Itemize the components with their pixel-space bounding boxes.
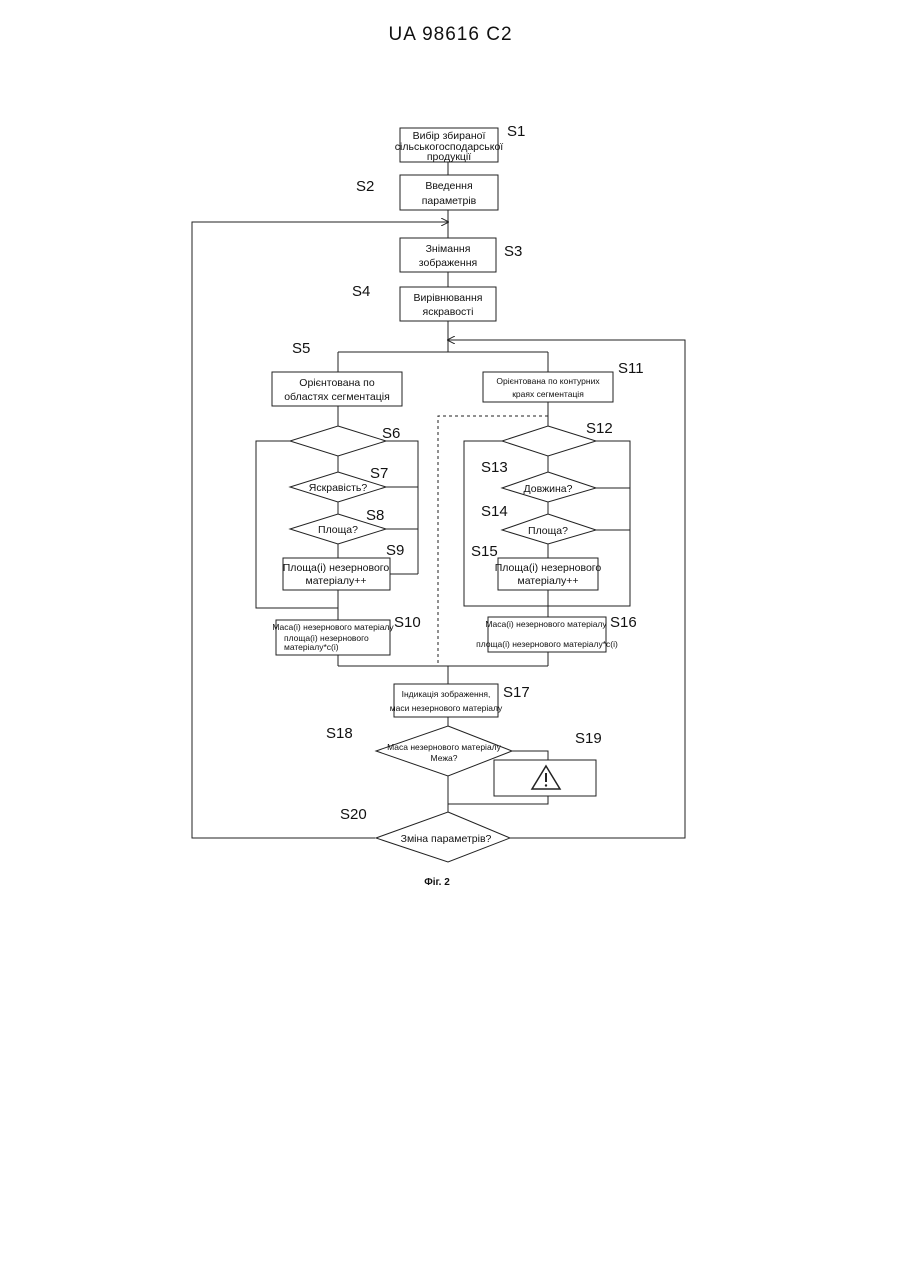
step-label: S20: [340, 806, 367, 823]
step-s18-mass-limit-decision: Маса незернового матеріалу Межа? S18: [326, 725, 512, 776]
step-label: S15: [471, 543, 498, 560]
svg-text:зображення: зображення: [419, 257, 477, 269]
step-s13-length-decision: Довжина? S13: [481, 459, 596, 502]
svg-text:краях сегментація: краях сегментація: [512, 389, 584, 399]
step-s15-area-increment: Площа(i) незернового матеріалу++ S15: [471, 543, 601, 590]
svg-text:областях сегментація: областях сегментація: [284, 391, 390, 403]
step-label: S12: [586, 420, 613, 437]
step-s1-select-crop: Вибір збираної сільськогосподарської про…: [395, 123, 526, 163]
step-label: S18: [326, 725, 353, 742]
svg-text:матеріалу*c(i): матеріалу*c(i): [284, 642, 339, 652]
step-s16-mass-computation: Маса(i) незернового матеріалу площа(i) н…: [476, 614, 637, 652]
step-s9-area-increment: Площа(i) незернового матеріалу++ S9: [283, 542, 405, 590]
step-label: S1: [507, 123, 525, 140]
step-s5-region-segmentation: Орієнтована по областях сегментація S5: [272, 340, 402, 406]
svg-text:Площа(i) незернового: Площа(i) незернового: [283, 562, 390, 574]
step-s11-edge-segmentation: Орієнтована по контурних краях сегментац…: [483, 360, 644, 402]
step-label: S7: [370, 465, 388, 482]
svg-text:Межа?: Межа?: [431, 753, 458, 763]
step-label: S4: [352, 283, 370, 300]
svg-text:площа(i) незернового матеріалу: площа(i) незернового матеріалу*c(i): [476, 639, 618, 649]
svg-text:Площа?: Площа?: [318, 524, 358, 536]
svg-text:маси незернового матеріалу: маси незернового матеріалу: [390, 703, 503, 713]
svg-text:Маса(i) незернового матеріалу: Маса(i) незернового матеріалу: [272, 622, 394, 632]
svg-text:Вирівнювання: Вирівнювання: [414, 292, 483, 304]
step-s19-warning: S19: [494, 730, 602, 796]
svg-text:Орієнтована по: Орієнтована по: [299, 377, 375, 389]
step-s6-decision: S6: [290, 425, 400, 456]
svg-text:матеріалу++: матеріалу++: [517, 575, 578, 587]
step-s7-brightness-decision: Яскравість? S7: [290, 465, 388, 502]
step-s17-display-result: Індикація зображення, маси незернового м…: [390, 684, 530, 717]
step-s10-mass-computation: Маса(i) незернового матеріалу площа(i) н…: [272, 614, 420, 655]
step-label: S6: [382, 425, 400, 442]
step-label: S17: [503, 684, 530, 701]
svg-text:параметрів: параметрів: [422, 195, 477, 207]
step-label: S5: [292, 340, 310, 357]
svg-text:яскравості: яскравості: [423, 306, 474, 318]
svg-text:продукції: продукції: [427, 151, 471, 163]
step-label: S13: [481, 459, 508, 476]
step-label: S3: [504, 243, 522, 260]
svg-text:Площа?: Площа?: [528, 525, 568, 537]
step-label: S11: [618, 360, 644, 377]
step-s12-decision: S12: [502, 420, 613, 456]
svg-text:Маса незернового матеріалу: Маса незернового матеріалу: [387, 742, 502, 752]
svg-text:Площа(i) незернового: Площа(i) незернового: [495, 562, 602, 574]
svg-text:Яскравість?: Яскравість?: [309, 482, 368, 494]
svg-text:матеріалу++: матеріалу++: [305, 575, 366, 587]
svg-text:Орієнтована по контурних: Орієнтована по контурних: [496, 376, 600, 386]
svg-text:Знімання: Знімання: [426, 243, 471, 255]
svg-text:Індикація зображення,: Індикація зображення,: [402, 689, 491, 699]
svg-text:Зміна параметрів?: Зміна параметрів?: [401, 833, 492, 845]
step-label: S14: [481, 503, 508, 520]
step-label: S19: [575, 730, 602, 747]
step-s4-brightness-leveling: Вирівнювання яскравості S4: [352, 283, 496, 321]
step-s2-enter-parameters: Введення параметрів S2: [356, 175, 498, 210]
step-label: S9: [386, 542, 404, 559]
figure-caption: Фіг. 2: [424, 877, 450, 888]
step-label: S10: [394, 614, 421, 631]
svg-text:Маса(i) незернового матеріалу: Маса(i) незернового матеріалу: [485, 619, 607, 629]
step-label: S8: [366, 507, 384, 524]
step-label: S16: [610, 614, 637, 631]
svg-text:Введення: Введення: [425, 180, 472, 192]
step-s3-capture-image: Знімання зображення S3: [400, 238, 522, 272]
step-label: S2: [356, 178, 374, 195]
step-s20-parameter-change-decision: Зміна параметрів? S20: [340, 806, 510, 862]
step-s14-area-decision: Площа? S14: [481, 503, 596, 544]
svg-text:Довжина?: Довжина?: [524, 483, 573, 495]
